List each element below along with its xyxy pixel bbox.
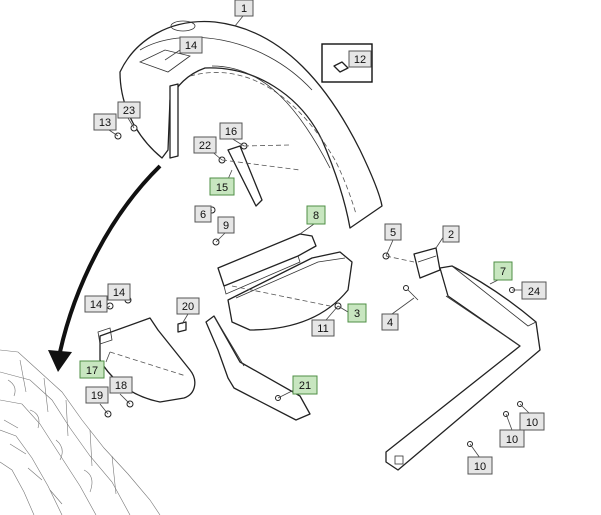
svg-text:16: 16 <box>225 126 237 138</box>
svg-text:12: 12 <box>354 54 366 66</box>
callout-16[interactable]: 16 <box>219 122 243 140</box>
svg-text:15: 15 <box>216 182 228 194</box>
svg-text:1: 1 <box>241 3 247 15</box>
svg-text:14: 14 <box>90 299 102 311</box>
clip-part-20 <box>177 321 187 333</box>
svg-text:10: 10 <box>506 434 518 446</box>
svg-text:10: 10 <box>526 417 538 429</box>
callout-10[interactable]: 10 <box>499 429 525 448</box>
svg-text:13: 13 <box>99 117 111 129</box>
svg-text:22: 22 <box>199 140 211 152</box>
svg-text:18: 18 <box>115 380 127 392</box>
svg-text:9: 9 <box>223 220 229 232</box>
callout-20[interactable]: 20 <box>176 297 200 315</box>
callout-8[interactable]: 8 <box>306 205 326 225</box>
callout-3[interactable]: 3 <box>347 303 367 323</box>
svg-text:2: 2 <box>448 229 454 241</box>
svg-text:4: 4 <box>387 317 393 329</box>
callout-11[interactable]: 11 <box>311 319 335 337</box>
rod-part-4 <box>403 285 419 301</box>
svg-text:21: 21 <box>299 380 311 392</box>
callout-14[interactable]: 14 <box>179 36 203 54</box>
callout-7[interactable]: 7 <box>493 261 513 281</box>
svg-text:10: 10 <box>474 461 486 473</box>
direction-arrow <box>48 164 162 372</box>
callout-14[interactable]: 14 <box>107 283 131 301</box>
svg-text:14: 14 <box>185 40 197 52</box>
callout-21[interactable]: 21 <box>292 375 318 395</box>
bracket-part-15 <box>218 142 301 207</box>
callout-6[interactable]: 6 <box>194 205 212 223</box>
svg-text:7: 7 <box>500 266 506 278</box>
callout-12[interactable]: 12 <box>348 50 372 68</box>
callout-15[interactable]: 15 <box>209 177 235 196</box>
bracket-part-2 <box>382 247 441 279</box>
callouts: 1 14 12 23 13 16 22 15 6 8 9 5 2 7 24 <box>79 0 547 475</box>
callout-10[interactable]: 10 <box>519 412 545 431</box>
callout-10[interactable]: 10 <box>467 456 493 475</box>
callout-17[interactable]: 17 <box>79 360 105 379</box>
callout-22[interactable]: 22 <box>193 136 217 154</box>
panel-part-3 <box>227 251 353 331</box>
fasteners <box>104 124 523 447</box>
svg-text:5: 5 <box>390 227 396 239</box>
callout-1[interactable]: 1 <box>234 0 254 17</box>
fender-part-1 <box>119 20 383 229</box>
callout-24[interactable]: 24 <box>521 281 547 300</box>
callout-13[interactable]: 13 <box>93 113 117 131</box>
step-part-7 <box>385 265 541 471</box>
tractor-background-sketch <box>0 349 161 515</box>
svg-text:23: 23 <box>123 105 135 117</box>
svg-text:20: 20 <box>182 301 194 313</box>
svg-text:19: 19 <box>91 390 103 402</box>
support-part-21 <box>205 315 311 421</box>
callout-19[interactable]: 19 <box>85 386 109 404</box>
callout-14[interactable]: 14 <box>84 295 108 313</box>
callout-4[interactable]: 4 <box>381 313 399 331</box>
svg-text:8: 8 <box>313 210 319 222</box>
callout-5[interactable]: 5 <box>384 223 402 241</box>
callout-18[interactable]: 18 <box>109 376 133 394</box>
callout-23[interactable]: 23 <box>117 101 141 119</box>
callout-9[interactable]: 9 <box>217 216 235 234</box>
svg-text:24: 24 <box>528 286 540 298</box>
callout-2[interactable]: 2 <box>442 225 460 243</box>
svg-text:6: 6 <box>200 209 206 221</box>
svg-text:3: 3 <box>354 308 360 320</box>
svg-text:17: 17 <box>86 365 98 377</box>
svg-text:14: 14 <box>113 287 125 299</box>
svg-text:11: 11 <box>317 323 328 335</box>
